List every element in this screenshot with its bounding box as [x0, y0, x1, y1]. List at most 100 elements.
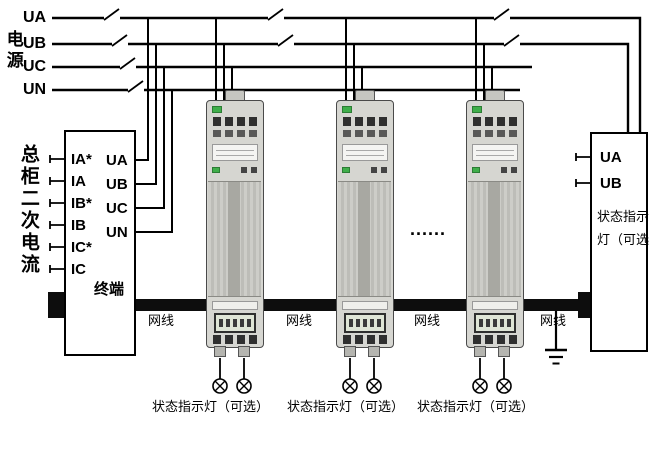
- secondary-current-label: 总柜二次电流: [17, 144, 39, 276]
- network-cable-label: 网线: [540, 313, 567, 328]
- bottom-connector: [498, 346, 510, 357]
- network-cable-label: 网线: [148, 313, 175, 328]
- breaker-switch-icons: [103, 8, 520, 95]
- terminal-stub-marks: [49, 153, 590, 273]
- lcd-display: [344, 313, 386, 333]
- indicator-lamp-icon: [366, 358, 382, 394]
- status-light-box: UA UB 状态指示 灯（可选: [590, 132, 650, 352]
- lcd-digits: [479, 319, 511, 327]
- device-button: [511, 167, 517, 173]
- terminal-screw-row: [473, 117, 519, 126]
- breaker-switch-icon: [267, 8, 284, 23]
- label-plate: [342, 144, 388, 161]
- breaker-switch-icon: [103, 8, 120, 23]
- ribbed-housing: [338, 181, 391, 297]
- device-button: [381, 167, 387, 173]
- terminal-screw-row: [213, 335, 259, 344]
- status-led-icon: [342, 167, 350, 173]
- terminal-screw-row: [343, 117, 389, 126]
- bottom-connector: [214, 346, 226, 357]
- voltage-terminal-label: UA: [106, 152, 128, 169]
- current-terminal-label: IA: [71, 173, 86, 190]
- status-led-icon: [472, 106, 482, 113]
- breaker-switch-icon: [493, 8, 510, 23]
- bottom-connector: [238, 346, 250, 357]
- voltage-terminal-label: UB: [600, 175, 622, 192]
- breaker-switch-icon: [119, 57, 136, 72]
- voltage-tap-wires: [136, 18, 501, 233]
- network-cable-label: 网线: [286, 313, 313, 328]
- indicator-lamp-caption: 状态指示灯（可选）: [152, 399, 270, 414]
- meter-device: [206, 90, 264, 357]
- terminal-screw-row: [213, 117, 259, 126]
- indicator-lamp-icon: [472, 358, 488, 394]
- voltage-terminal-label: UA: [600, 149, 622, 166]
- meter-device: [336, 90, 394, 357]
- breaker-switch-icon: [111, 34, 128, 49]
- lcd-digits: [349, 319, 381, 327]
- status-led-icon: [212, 106, 222, 113]
- current-terminal-label: IA*: [71, 151, 92, 168]
- phase-label-uc: UC: [23, 58, 47, 75]
- phase-label-un: UN: [23, 81, 47, 98]
- terminal-box-name: 终端: [94, 281, 125, 298]
- breaker-switch-icon: [503, 34, 520, 49]
- lcd-display: [474, 313, 516, 333]
- device-button: [251, 167, 257, 173]
- label-strip: [212, 301, 258, 310]
- breaker-switch-icon: [127, 80, 144, 95]
- bottom-connector: [474, 346, 486, 357]
- voltage-terminal-label: UC: [106, 200, 128, 217]
- mounting-tab: [355, 90, 375, 100]
- terminal-screw-row: [343, 130, 389, 137]
- device-button: [371, 167, 377, 173]
- current-terminal-label: IC: [71, 261, 86, 278]
- rail-end-stop: [48, 292, 66, 318]
- mounting-tab: [485, 90, 505, 100]
- indicator-lamp-icon: [236, 358, 252, 394]
- indicator-lamp-icon: [212, 358, 228, 394]
- indicator-lamp-caption: 状态指示灯（可选）: [287, 399, 405, 414]
- current-terminal-label: IB*: [71, 195, 92, 212]
- devices-ellipsis: ......: [410, 219, 447, 239]
- bottom-connector: [344, 346, 356, 357]
- status-led-icon: [342, 106, 352, 113]
- status-led-icon: [472, 167, 480, 173]
- phase-label-ub: UB: [23, 35, 47, 52]
- current-terminal-label: IB: [71, 217, 86, 234]
- terminal-screw-row: [343, 335, 389, 344]
- label-plate: [212, 144, 258, 161]
- terminal-screw-row: [473, 130, 519, 137]
- terminal-screw-row: [473, 335, 519, 344]
- label-strip: [472, 301, 518, 310]
- breaker-switch-icon: [277, 34, 294, 49]
- device-button: [241, 167, 247, 173]
- phase-label-ua: UA: [23, 9, 47, 26]
- mounting-tab: [225, 90, 245, 100]
- indicator-lamp-icons: [212, 358, 512, 394]
- ground-icon: [545, 311, 567, 365]
- meter-device: [466, 90, 524, 357]
- ribbed-housing: [208, 181, 261, 297]
- indicator-lamp-caption: 状态指示灯（可选）: [417, 399, 535, 414]
- lcd-display: [214, 313, 256, 333]
- status-box-caption-line1: 状态指示: [597, 209, 650, 224]
- status-led-icon: [212, 167, 220, 173]
- voltage-terminal-label: UB: [106, 176, 128, 193]
- label-strip: [342, 301, 388, 310]
- indicator-lamp-icon: [342, 358, 358, 394]
- voltage-terminal-label: UN: [106, 224, 128, 241]
- bottom-connector: [368, 346, 380, 357]
- label-plate: [472, 144, 518, 161]
- indicator-lamp-icon: [496, 358, 512, 394]
- terminal-screw-row: [213, 130, 259, 137]
- power-source-label: 电源: [3, 30, 23, 72]
- terminal-box: IA* IA IB* IB IC* IC UA UB UC UN 终端: [64, 130, 136, 356]
- network-cable-label: 网线: [414, 313, 441, 328]
- status-box-caption-line2: 灯（可选: [597, 232, 650, 247]
- lcd-digits: [219, 319, 251, 327]
- ribbed-housing: [468, 181, 521, 297]
- current-terminal-label: IC*: [71, 239, 92, 256]
